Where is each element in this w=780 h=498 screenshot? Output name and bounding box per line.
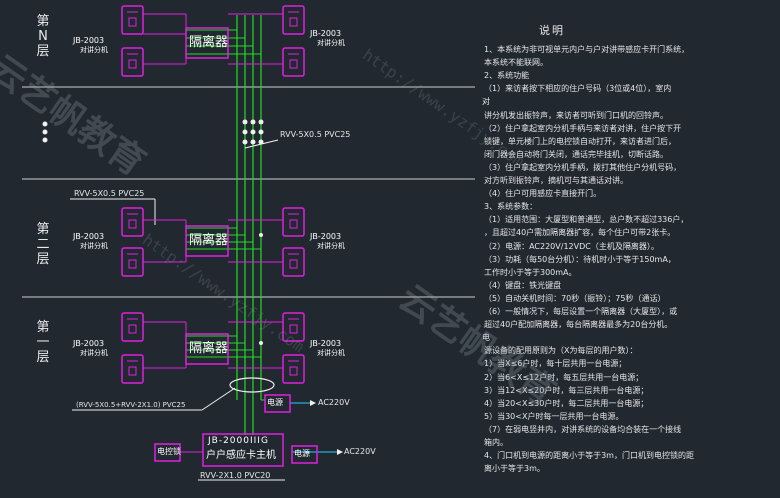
notes-line: 本系统不能联网。 <box>484 58 548 68</box>
unit-model: JB-2003 <box>310 29 342 38</box>
unit-model: JB-2003 <box>310 339 342 348</box>
notes-line: 1）当X≤6户时，每十层共用一台电源； <box>484 359 627 369</box>
notes-line: 对方听到振铃声，摘机可与其通话对讲。 <box>484 176 628 185</box>
floor-label-n: 第 N 层 <box>36 14 50 59</box>
notes-line: 箱内。 <box>484 438 508 447</box>
host-model: JB-2000IIIG <box>208 436 269 446</box>
cable-bundle-marker <box>229 377 275 393</box>
unit-name: 对讲分机 <box>317 242 345 250</box>
notes-line: （7）在弱电竖井内，对讲系统的设备均合装在一个接线 <box>484 424 682 434</box>
notes-line: （6）一般情况下，每层设置一个隔离器（大厦型），或 <box>484 307 678 316</box>
notes-line: 3、系统参数： <box>484 202 538 212</box>
notes-line: 对 <box>482 97 490 107</box>
notes-line: （5）自动关机时间：70秒（振铃）；75秒（通话） <box>484 293 666 303</box>
cable-label-main: RVV-5X0.5 PVC25 <box>280 130 351 139</box>
notes-line: 讲分机发出振铃声，来访者可听到门口机的回铃声。 <box>484 110 668 120</box>
notes-title: 说明 <box>539 24 565 37</box>
floor-2-wiring <box>70 198 283 263</box>
notes-line: ，且超过40户需加隔离器扩容，每个住户可带2张卡。 <box>484 228 676 238</box>
notes-line: 源设备的配用原则为（X为每层的用户数）： <box>484 346 638 356</box>
isolator-label: 隔离器 <box>189 233 229 248</box>
unit-name: 对讲分机 <box>80 349 108 357</box>
notes-line: （4）键盘：铁光键盘 <box>484 280 562 290</box>
notes-line: （2）电源：AC220V/12VDC（主机及隔离器）。 <box>484 241 659 251</box>
power-supply-wiring <box>180 399 340 453</box>
floor-label-2: 第 二 层 <box>36 222 50 267</box>
host-box <box>202 433 284 467</box>
host-name: 户户感应卡主机 <box>206 450 276 461</box>
notes-line: 电 <box>482 333 490 343</box>
notes-line: （1）来访者按下相应的住户号码（3位或4位），室内 <box>484 84 672 94</box>
intercom-handsets <box>127 11 299 376</box>
intercom-units <box>121 5 305 384</box>
power-label: 电源 <box>267 398 283 407</box>
notes-line: （1）适用范围：大厦型和普通型，总户数不超过336户， <box>484 215 689 225</box>
isolator-label: 隔离器 <box>189 341 229 356</box>
unit-name: 对讲分机 <box>317 349 345 357</box>
notes-line: 4、门口机到电源的距离小于等于3m，门口机到电控锁的距 <box>484 451 694 461</box>
unit-name: 对讲分机 <box>80 46 108 54</box>
isolator-box-1 <box>185 333 229 365</box>
notes-line: 5）当30<X户时每一层共用一台电源。 <box>484 411 624 421</box>
notes-line: 工作时小于等于300mA。 <box>484 267 577 277</box>
notes-line: 2、系统功能 <box>484 71 530 81</box>
leader-lines <box>72 139 285 481</box>
notes-line: （2）住户拿起室内分机手柄与来访者对讲，住户按下开 <box>484 123 682 133</box>
notes-line: 离小于等于3m。 <box>484 464 545 474</box>
ac-label: AC220V <box>318 398 350 407</box>
notes-line: （3）功耗（每50台分机）：待机时小于等于150mA， <box>484 254 676 264</box>
notes-line: 3）当12<X≤20户时，每三层共用一台电源； <box>484 385 649 395</box>
ac-label: AC220V <box>344 447 376 456</box>
cable-label-bottom: (RVV-5X0.5+RVV-2X1.0) PVC25 <box>76 401 186 409</box>
isolator-label: 隔离器 <box>189 35 229 50</box>
isolator-box-n <box>185 27 229 59</box>
notes-line: （3）住户拿起室内分机手柄，拨打其他住户分机号码， <box>484 162 682 172</box>
unit-name: 对讲分机 <box>317 39 345 47</box>
notes-line: 超过40户配加隔离器，每台隔离器最多为20台分机。 <box>484 320 673 330</box>
notes-line: 4）当20<X≤30户时，每二层共用一台电源； <box>484 398 649 408</box>
unit-model: JB-2003 <box>73 232 105 241</box>
cable-label-branch: RVV-5X0.5 PVC25 <box>74 189 145 198</box>
cable-label-lock: RVV-2X1.0 PVC20 <box>200 471 271 480</box>
main-riser <box>236 15 262 435</box>
notes-line: 1、本系统为非可视单元内户与户对讲带感应卡开门系统， <box>484 45 690 54</box>
power-box-2 <box>291 445 318 464</box>
junction-dots <box>42 119 264 345</box>
notes-line: （4）住户可用感应卡直接开门。 <box>484 189 602 199</box>
unit-name: 对讲分机 <box>80 242 108 250</box>
notes-line: 闭门器会自动将门关闭，通话完毕挂机，切断话路。 <box>484 149 668 159</box>
notes-line: 锁键，单元楼门上的电控锁自动打开，来访者进门后， <box>484 136 676 146</box>
power-box-1 <box>264 394 291 413</box>
unit-model: JB-2003 <box>310 232 342 241</box>
unit-model: JB-2003 <box>73 36 105 45</box>
isolator-box-2 <box>185 225 229 257</box>
lock-box <box>154 443 181 462</box>
lock-label: 电控锁 <box>157 447 181 456</box>
unit-model: JB-2003 <box>73 339 105 348</box>
ac-arrows <box>310 400 343 455</box>
floor-label-1: 第 一 层 <box>36 320 50 365</box>
notes-line: 2）当6<X≤12户时，每五层共用一台电源； <box>484 372 644 382</box>
power-label: 电源 <box>294 449 310 458</box>
